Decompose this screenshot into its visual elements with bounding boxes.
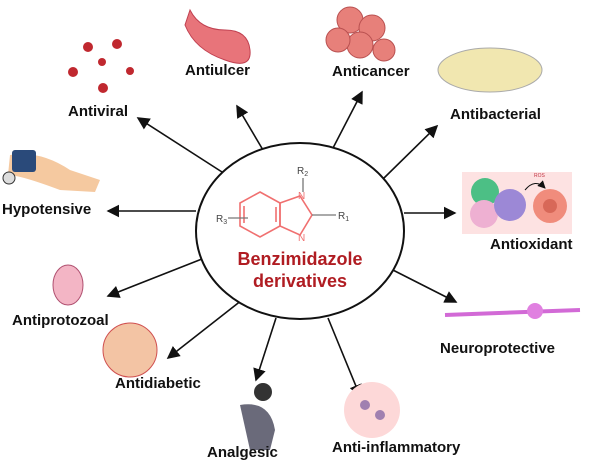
inflammation-image [344,382,400,438]
svg-text:N: N [298,233,305,244]
arrow-antidiabetic [166,299,243,359]
label-analgesic: Analgesic [207,444,278,461]
arrow-anti-inflammatory [327,317,362,398]
virus-icons [68,39,134,93]
protozoa-image [52,264,84,306]
blood-pressure-cuff [12,150,36,172]
neuron-image [444,308,581,317]
label-antidiabetic: Antidiabetic [115,375,201,392]
arrow-anticancer [332,90,363,149]
r3-label: R3 [216,214,227,226]
petri-dish-image [437,47,543,93]
arrows [106,90,458,398]
cancer-cells-image [325,6,396,62]
arrow-antiviral [136,117,223,173]
r2-label: R2 [297,166,308,178]
arrow-antiprotozoal [106,256,208,298]
pancreatic-islet-image [102,322,158,378]
label-antiprotozoal: Antiprotozoal [12,312,109,329]
label-anti-inflammatory: Anti-inflammatory [332,439,461,456]
title-line2: derivatives [252,271,348,291]
arrow-antibacterial [383,124,439,179]
label-hypotensive: Hypotensive [2,201,92,218]
center-title: Benzimidazole derivatives [200,248,400,292]
arrow-analgesic [253,317,277,382]
label-antibacterial: Antibacterial [450,106,541,123]
title-line1: Benzimidazole [237,249,363,269]
arrow-antiulcer [236,104,264,151]
arrow-neuroprotective [384,265,458,303]
benzimidazole-structure [239,191,313,238]
label-anticancer: Anticancer [332,63,410,80]
person-pain-image [240,383,275,450]
label-antiviral: Antiviral [68,103,129,120]
label-neuroprotective: Neuroprotective [440,340,556,357]
center-circle [195,142,405,320]
label-antioxidant: Antioxidant [490,236,573,253]
stomach-image [184,8,251,64]
label-antiulcer: Antiulcer [185,62,251,79]
r1-label: R1 [338,211,349,223]
svg-text:N: N [298,191,305,202]
ros-label: ROS [534,173,546,179]
